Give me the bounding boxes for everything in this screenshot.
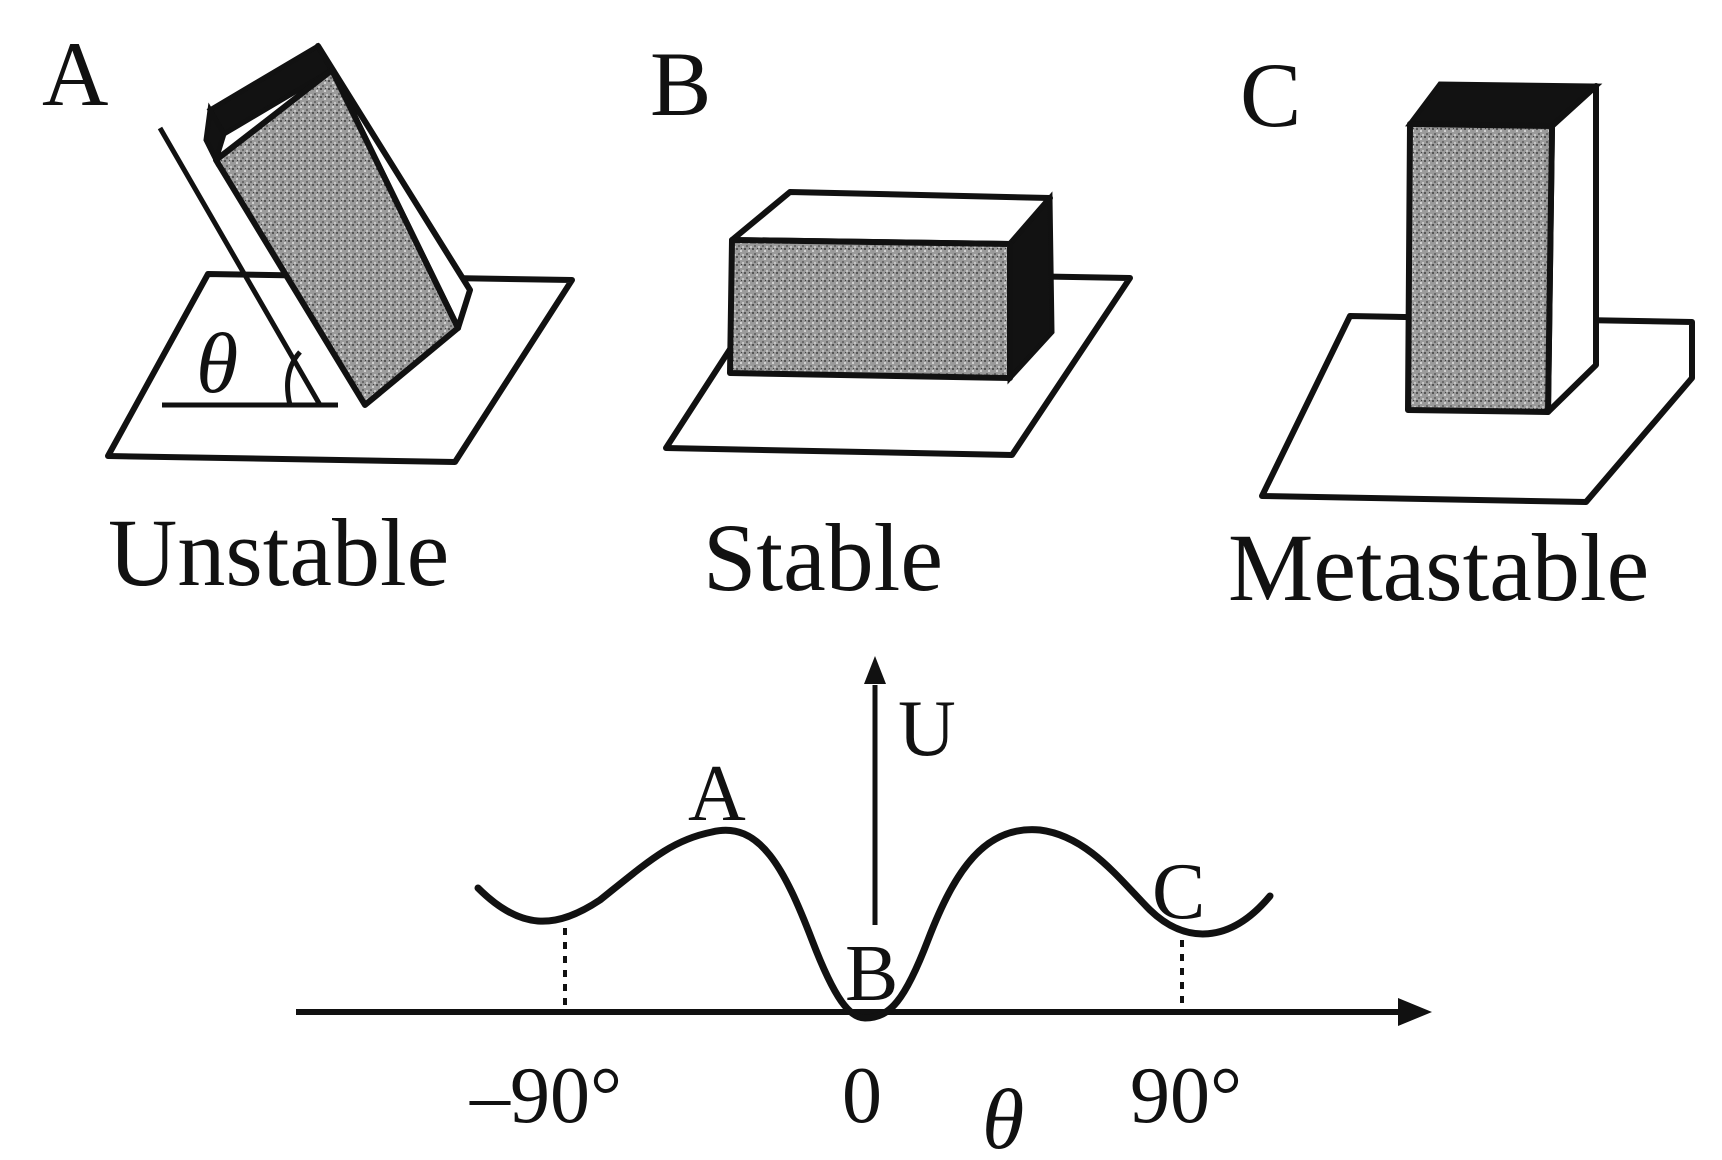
block-a-front <box>213 67 461 408</box>
panel-metastable: C Metastable <box>1228 44 1695 621</box>
panel-c-letter: C <box>1240 44 1301 146</box>
theta-axis-arrowhead <box>1398 998 1432 1026</box>
curve-label-a: A <box>688 750 746 838</box>
energy-curve <box>474 826 1274 1022</box>
tick-plus-90: 90° <box>1130 1052 1242 1140</box>
state-stable-label: Stable <box>703 504 943 611</box>
panel-unstable: A θ Unstable <box>42 23 575 606</box>
tick-minus-90: –90° <box>469 1052 622 1140</box>
tick-zero: 0 <box>842 1052 882 1140</box>
panel-a-letter: A <box>42 23 108 125</box>
theta-axis-label: θ <box>982 1071 1024 1160</box>
u-axis-arrowhead <box>864 656 886 684</box>
u-axis-label: U <box>898 685 956 773</box>
angle-arc <box>285 350 302 406</box>
angle-theta-label: θ <box>196 315 238 411</box>
panel-stable: B Stable <box>650 33 1133 611</box>
energy-graph: U A B C –90° 0 90° θ <box>296 656 1432 1160</box>
state-metastable-label: Metastable <box>1228 514 1649 621</box>
state-unstable-label: Unstable <box>108 499 449 606</box>
curve-label-b: B <box>845 930 898 1018</box>
block-c-side <box>1545 83 1599 415</box>
panel-b-letter: B <box>650 33 711 135</box>
block-b-top <box>729 189 1053 247</box>
curve-label-c: C <box>1152 848 1205 936</box>
block-c-front <box>1405 121 1555 415</box>
block-b-front <box>727 237 1013 381</box>
